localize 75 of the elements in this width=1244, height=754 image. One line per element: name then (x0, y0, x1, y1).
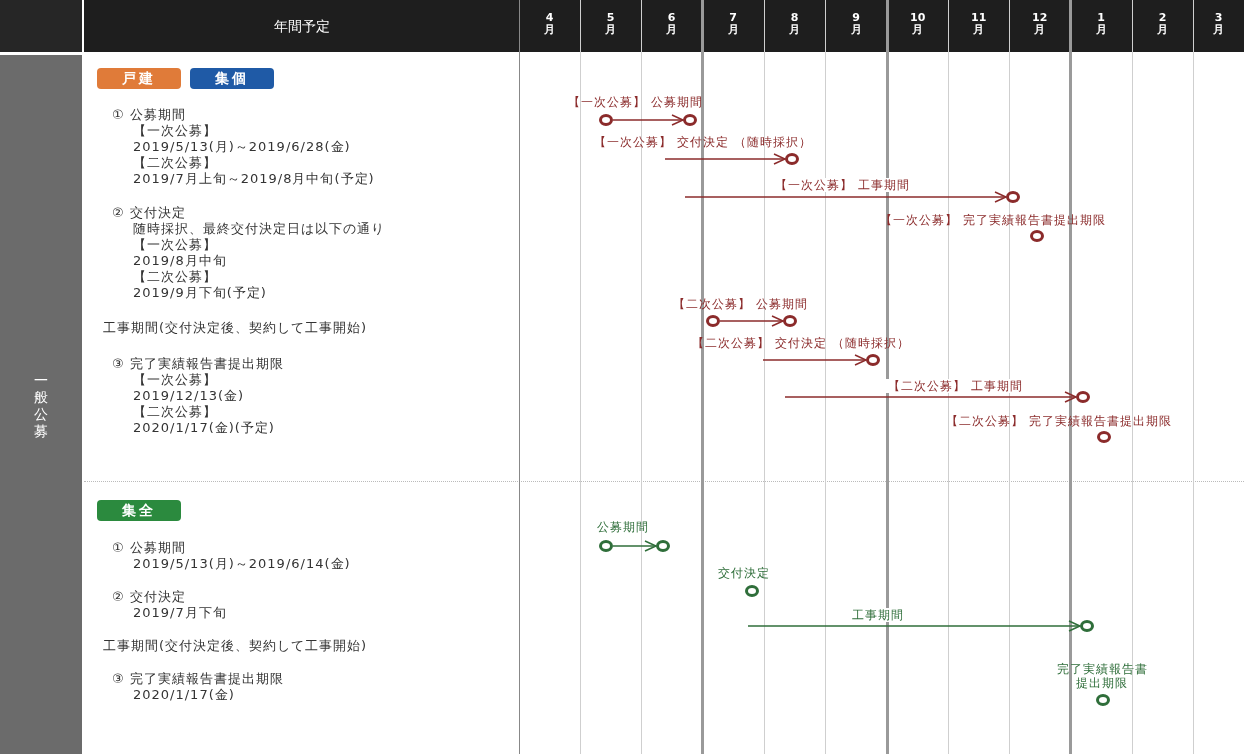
category-badge: 集個 (190, 68, 274, 89)
milestone-marker (599, 114, 613, 126)
month-header: 5月 (605, 12, 616, 36)
arrow (612, 540, 657, 552)
month-header: 1月 (1095, 12, 1107, 36)
schedule-text: 2019/5/13(月)～2019/6/14(金) (133, 556, 351, 572)
milestone-marker (1076, 391, 1090, 403)
milestone-marker (1030, 230, 1044, 242)
milestone-marker (745, 585, 759, 597)
schedule-text: 2019/5/13(月)～2019/6/28(金) (133, 139, 351, 155)
schedule-text: 【二次公募】 (133, 269, 217, 285)
edge-label: 【二次公募】 工事期間 (886, 379, 1025, 393)
milestone-marker (1006, 191, 1020, 203)
milestone-marker (683, 114, 697, 126)
milestone-label: 【二次公募】 完了実績報告書提出期限 (946, 414, 1172, 428)
schedule-text: 2019/12/13(金) (133, 388, 245, 404)
header-title: 年間予定 (272, 18, 331, 34)
schedule-text: 【一次公募】 (133, 123, 217, 139)
arrow (684, 191, 1007, 203)
milestone-label: 交付決定 (718, 566, 770, 580)
milestone-label: 完了実績報告書提出期限 (1055, 662, 1149, 690)
schedule-text: 2020/1/17(金) (133, 687, 235, 703)
edge-label: 工事期間 (850, 608, 906, 622)
milestone-label: 【二次公募】 公募期間 (673, 297, 808, 311)
milestone-label: 【一次公募】 交付決定 （随時採択） (594, 135, 812, 149)
month-header: 8月 (789, 12, 800, 36)
schedule-text: 【二次公募】 (133, 155, 217, 171)
milestone-label: 【一次公募】 公募期間 (568, 95, 703, 109)
schedule-text: 2020/1/17(金)(予定) (133, 420, 275, 436)
milestone-marker (706, 315, 720, 327)
milestone-label: 【二次公募】 交付決定 （随時採択） (692, 336, 910, 350)
category-badge: 集全 (97, 500, 181, 521)
arrow (784, 391, 1077, 403)
milestone-marker (785, 153, 799, 165)
schedule-text: ② 交付決定 (112, 589, 186, 605)
month-header: 2月 (1157, 12, 1168, 36)
schedule-text: 2019/7月上旬～2019/8月中旬(予定) (133, 171, 375, 187)
milestone-marker (1080, 620, 1094, 632)
arrow (612, 114, 684, 126)
category-badge: 戸建 (97, 68, 181, 89)
schedule-text: ② 交付決定 (112, 205, 186, 221)
month-header: 4月 (544, 12, 555, 36)
month-header: 7月 (727, 12, 739, 36)
schedule-text: 工事期間(交付決定後、契約して工事開始) (103, 638, 368, 654)
milestone-label: 【一次公募】 完了実績報告書提出期限 (880, 213, 1106, 227)
month-header: 6月 (666, 12, 677, 36)
milestone-marker (599, 540, 613, 552)
schedule-text: ① 公募期間 (112, 107, 186, 123)
month-header: 11月 (971, 12, 987, 36)
schedule-text: ③ 完了実績報告書提出期限 (112, 356, 284, 372)
schedule-text: 工事期間(交付決定後、契約して工事開始) (103, 320, 368, 336)
schedule-text: 【一次公募】 (133, 237, 217, 253)
arrow (762, 354, 867, 366)
schedule-text: ① 公募期間 (112, 540, 186, 556)
schedule-text: 随時採択、最終交付決定日は以下の通り (133, 221, 385, 237)
schedule-text: 2019/8月中旬 (133, 253, 227, 269)
schedule-text: ③ 完了実績報告書提出期限 (112, 671, 284, 687)
schedule-text: 2019/9月下旬(予定) (133, 285, 267, 301)
schedule-text: 【一次公募】 (133, 372, 217, 388)
arrow (747, 620, 1081, 632)
month-header: 10月 (910, 12, 926, 36)
milestone-marker (656, 540, 670, 552)
section-label: 一般公募 (33, 372, 48, 440)
schedule-text: 【二次公募】 (133, 404, 217, 420)
month-header: 12月 (1032, 12, 1048, 36)
schedule-text: 2019/7月下旬 (133, 605, 227, 621)
milestone-marker (783, 315, 797, 327)
milestone-marker (866, 354, 880, 366)
month-header: 9月 (850, 12, 862, 36)
milestone-marker (1097, 431, 1111, 443)
milestone-label: 公募期間 (597, 520, 649, 534)
arrow (719, 315, 784, 327)
milestone-marker (1096, 694, 1110, 706)
month-header: 3月 (1213, 12, 1224, 36)
arrow (664, 153, 786, 165)
